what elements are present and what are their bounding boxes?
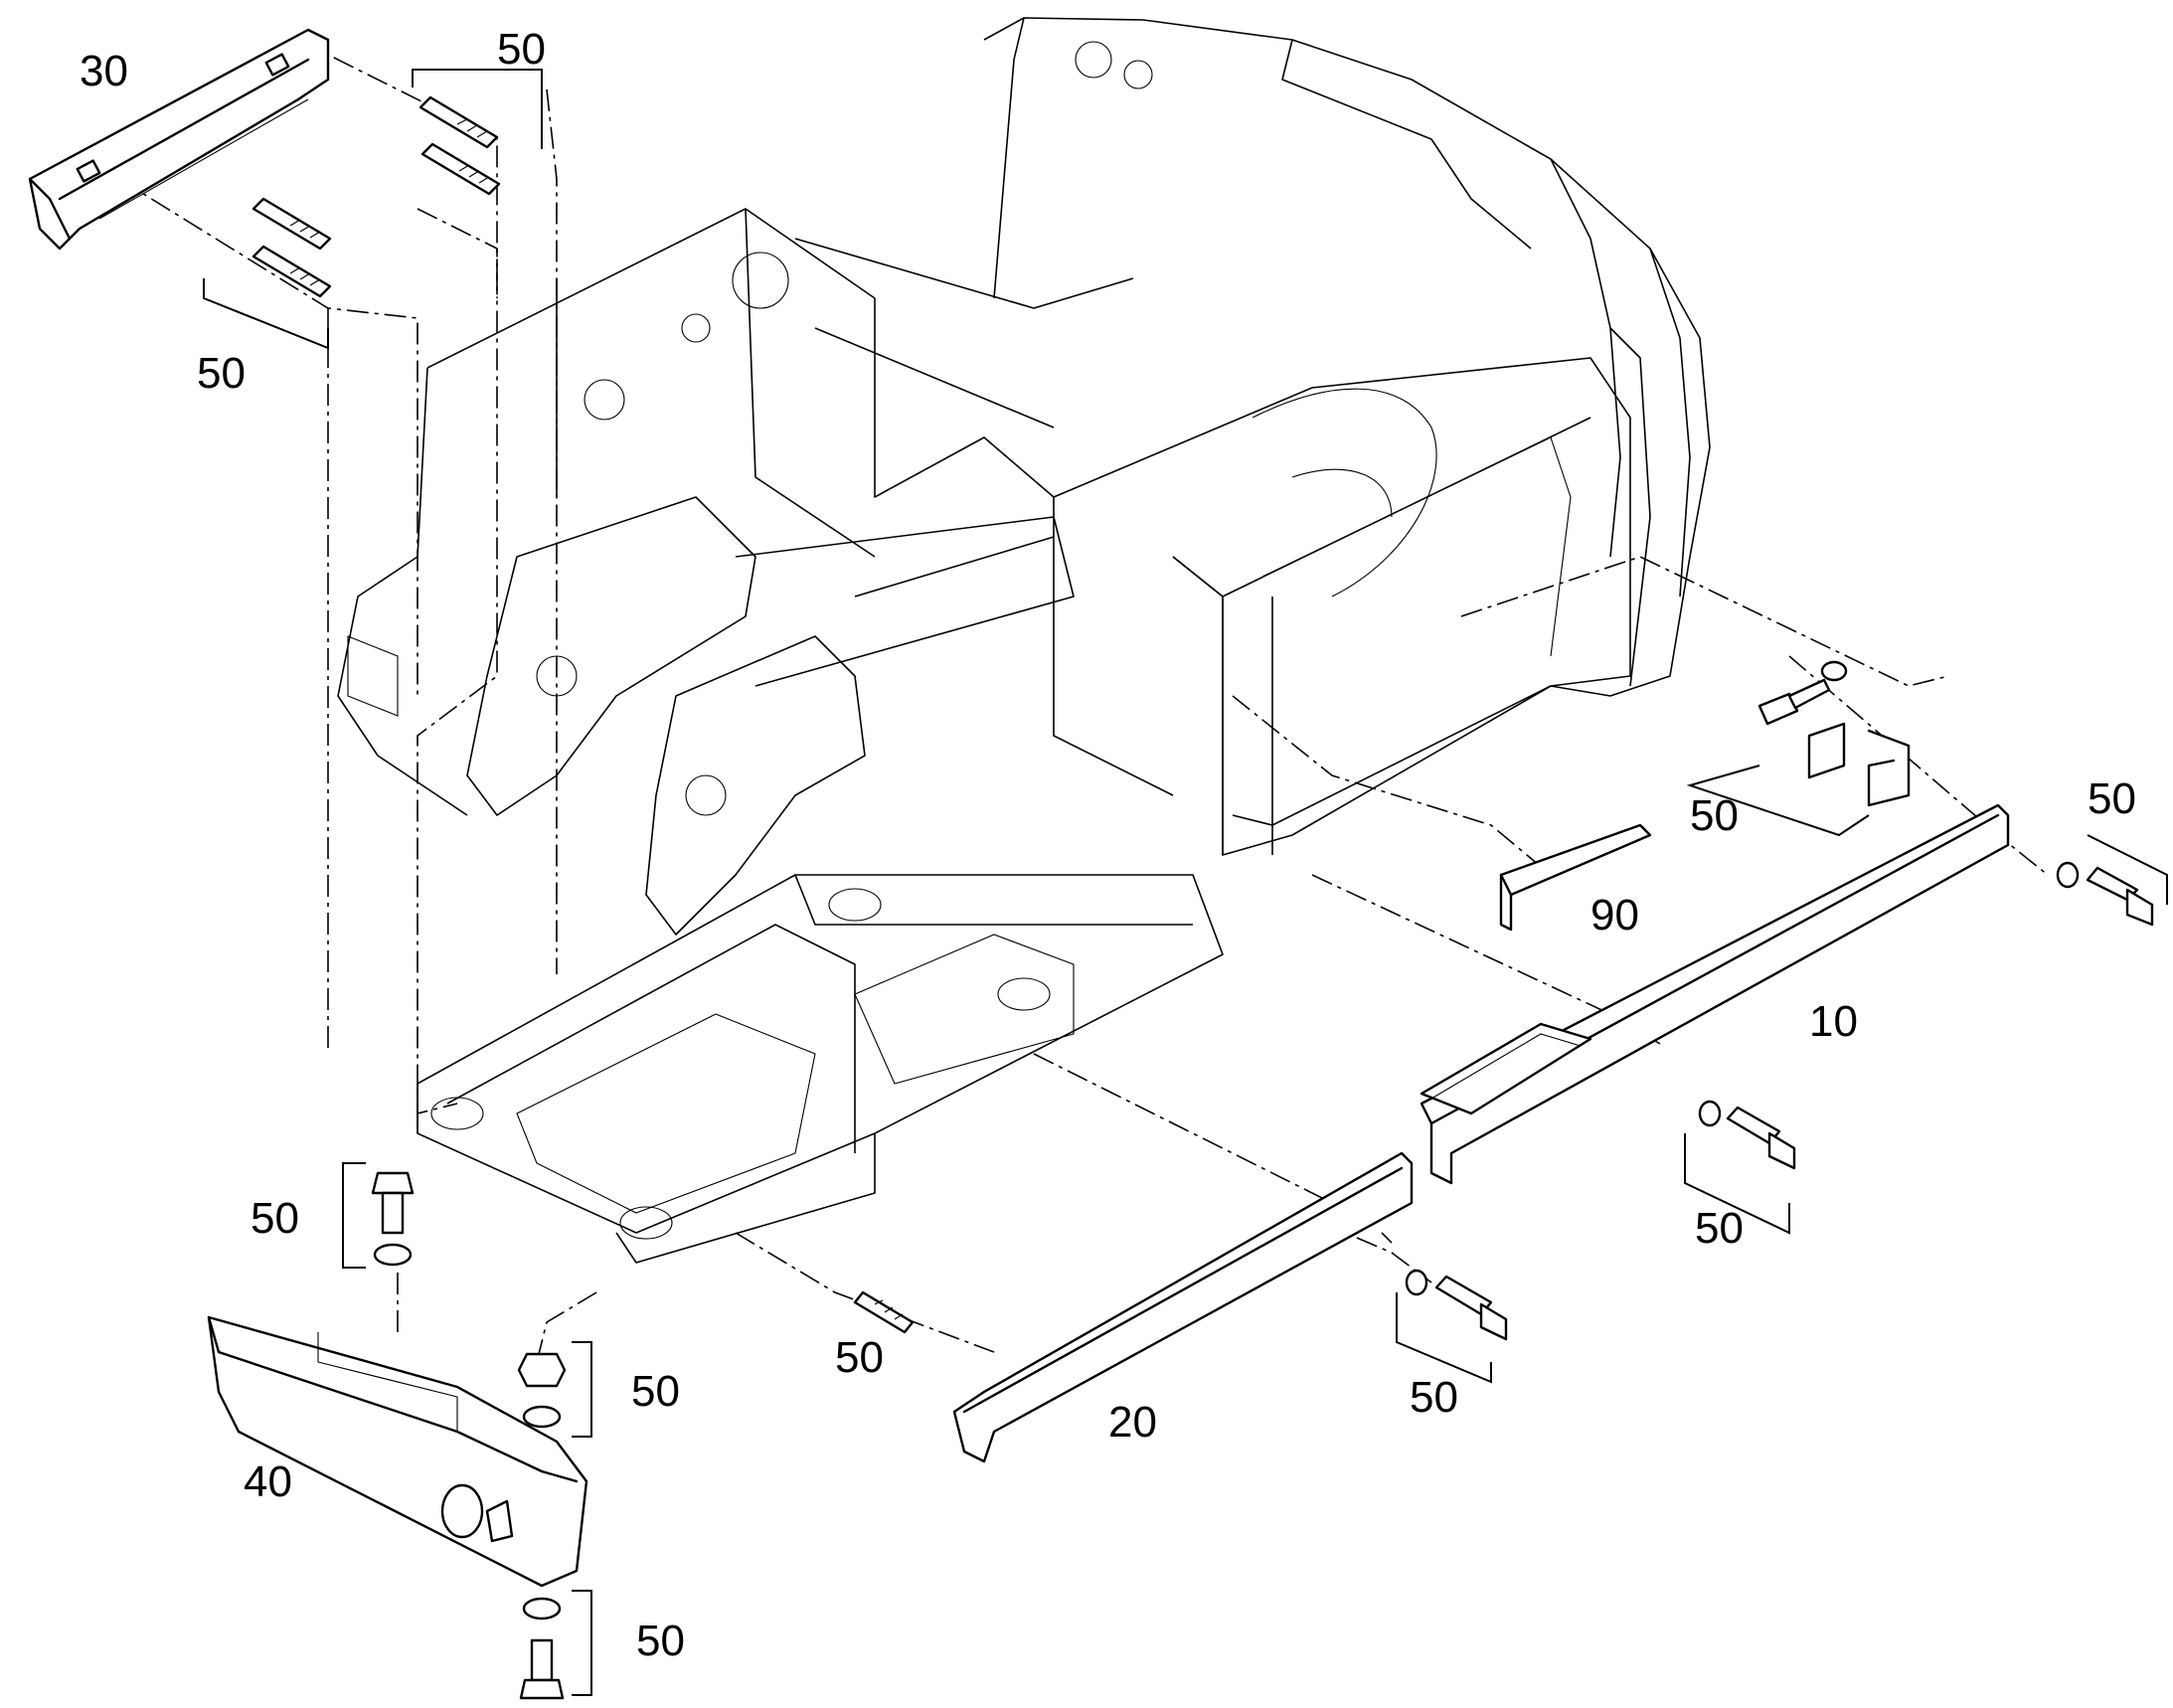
callout-30: 30 xyxy=(80,47,128,95)
part-30-cover xyxy=(28,28,330,251)
callout-20: 20 xyxy=(1108,1398,1157,1447)
bolts-right xyxy=(853,834,2168,1384)
washer-icon xyxy=(373,1243,413,1267)
washer-icon xyxy=(1820,660,1848,682)
bracket xyxy=(412,69,543,149)
clip-icon xyxy=(1867,729,1911,807)
bracket xyxy=(2087,834,2168,905)
callout-50: 50 xyxy=(636,1617,685,1665)
bracket xyxy=(203,278,329,350)
stud-icon xyxy=(251,245,332,298)
bolt-icon xyxy=(1405,1269,1508,1341)
callout-50: 50 xyxy=(1410,1373,1458,1422)
callouts: 30 50 50 50 50 90 10 50 50 50 50 20 50 4… xyxy=(80,25,2136,1665)
washer-icon xyxy=(522,1597,562,1621)
callout-40: 40 xyxy=(244,1457,292,1506)
callout-50: 50 xyxy=(1695,1204,1744,1253)
bolt-icon xyxy=(519,1638,565,1700)
part-10-rail xyxy=(1420,803,2010,1185)
callout-50: 50 xyxy=(1690,791,1739,840)
fasteners-40 xyxy=(342,1162,592,1700)
callout-90: 90 xyxy=(1590,891,1639,939)
stud-icon xyxy=(420,142,501,196)
bracket xyxy=(572,1590,592,1696)
bolt-icon xyxy=(371,1171,415,1235)
callout-50: 50 xyxy=(497,25,546,74)
part-90-bracket xyxy=(1499,823,1652,932)
callout-10: 10 xyxy=(1809,997,1858,1046)
washer-icon xyxy=(522,1405,562,1429)
bracket xyxy=(572,1341,592,1438)
right-fastener-kit xyxy=(1686,660,1911,837)
bolt-icon xyxy=(2056,861,2154,927)
callout-50: 50 xyxy=(251,1194,299,1243)
part-40-front-cover xyxy=(207,1315,588,1588)
bracket xyxy=(1684,1133,1790,1235)
nut-icon xyxy=(517,1352,567,1388)
callout-50: 50 xyxy=(2088,774,2136,823)
bracket xyxy=(1396,1292,1492,1384)
stud-icon xyxy=(853,1290,915,1334)
part-20-rail xyxy=(952,1151,1414,1463)
callout-50: 50 xyxy=(197,349,246,398)
bolt-icon xyxy=(1698,1100,1796,1170)
callout-50: 50 xyxy=(835,1333,884,1382)
bracket xyxy=(342,1162,366,1269)
bolt-icon xyxy=(1757,678,1831,726)
clip-icon xyxy=(1807,722,1846,779)
bracket xyxy=(1686,765,1870,837)
stud-icon xyxy=(418,95,499,149)
callout-50: 50 xyxy=(631,1367,680,1416)
stud-icon xyxy=(251,197,332,251)
studs-top xyxy=(203,69,543,350)
